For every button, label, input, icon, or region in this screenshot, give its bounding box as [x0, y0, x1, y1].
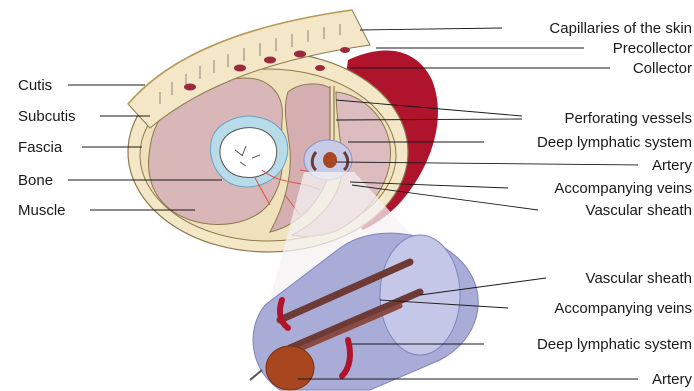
label-subcutis: Subcutis: [18, 108, 76, 125]
label-artery: Artery: [652, 157, 693, 174]
label-accompanying-veins: Accompanying veins: [554, 180, 692, 197]
label-muscle: Muscle: [18, 202, 66, 219]
label-vascular-sheath-2: Vascular sheath: [586, 270, 692, 287]
label-precollector: Precollector: [613, 40, 692, 57]
label-deep-lymphatic: Deep lymphatic system: [537, 134, 692, 151]
label-artery-2: Artery: [652, 371, 693, 388]
label-cutis: Cutis: [18, 77, 52, 94]
label-vascular-sheath: Vascular sheath: [586, 202, 692, 219]
label-perforating: Perforating vessels: [564, 110, 692, 127]
bone: [220, 128, 277, 178]
label-capillaries: Capillaries of the skin: [549, 20, 692, 37]
label-collector: Collector: [633, 60, 692, 77]
artery-cut: [266, 346, 314, 390]
label-accompanying-veins-2: Accompanying veins: [554, 300, 692, 317]
artery-stub: [250, 370, 262, 380]
label-bone: Bone: [18, 172, 53, 189]
label-deep-lymphatic-2: Deep lymphatic system: [537, 336, 692, 353]
leader-capillaries: [360, 28, 502, 30]
artery-section: [323, 152, 337, 168]
label-fascia: Fascia: [18, 139, 63, 156]
